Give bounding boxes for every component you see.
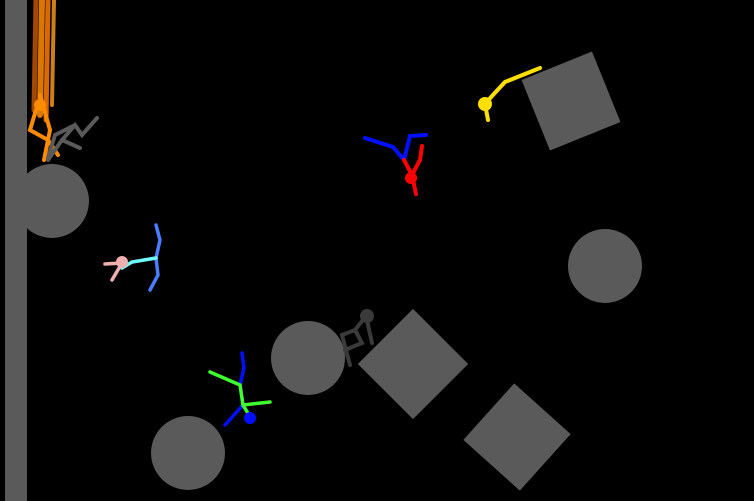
square-obstacle: [521, 51, 621, 151]
ragdoll-dark-gray: [339, 309, 374, 367]
circle-obstacle: [568, 229, 642, 303]
circle-obstacle: [271, 321, 345, 395]
square-obstacle: [463, 383, 571, 491]
square-obstacle: [357, 308, 469, 420]
left-wall: [5, 0, 27, 501]
fire-trail: [27, 0, 60, 162]
ragdoll-gray: [46, 116, 99, 162]
circle-obstacle: [15, 164, 89, 238]
ragdoll-yellow: [478, 66, 542, 122]
ragdoll-blue-red: [363, 133, 428, 196]
ragdoll-cyan: [103, 223, 162, 292]
ragdoll-green-blue: [208, 351, 272, 427]
circle-obstacle: [151, 416, 225, 490]
